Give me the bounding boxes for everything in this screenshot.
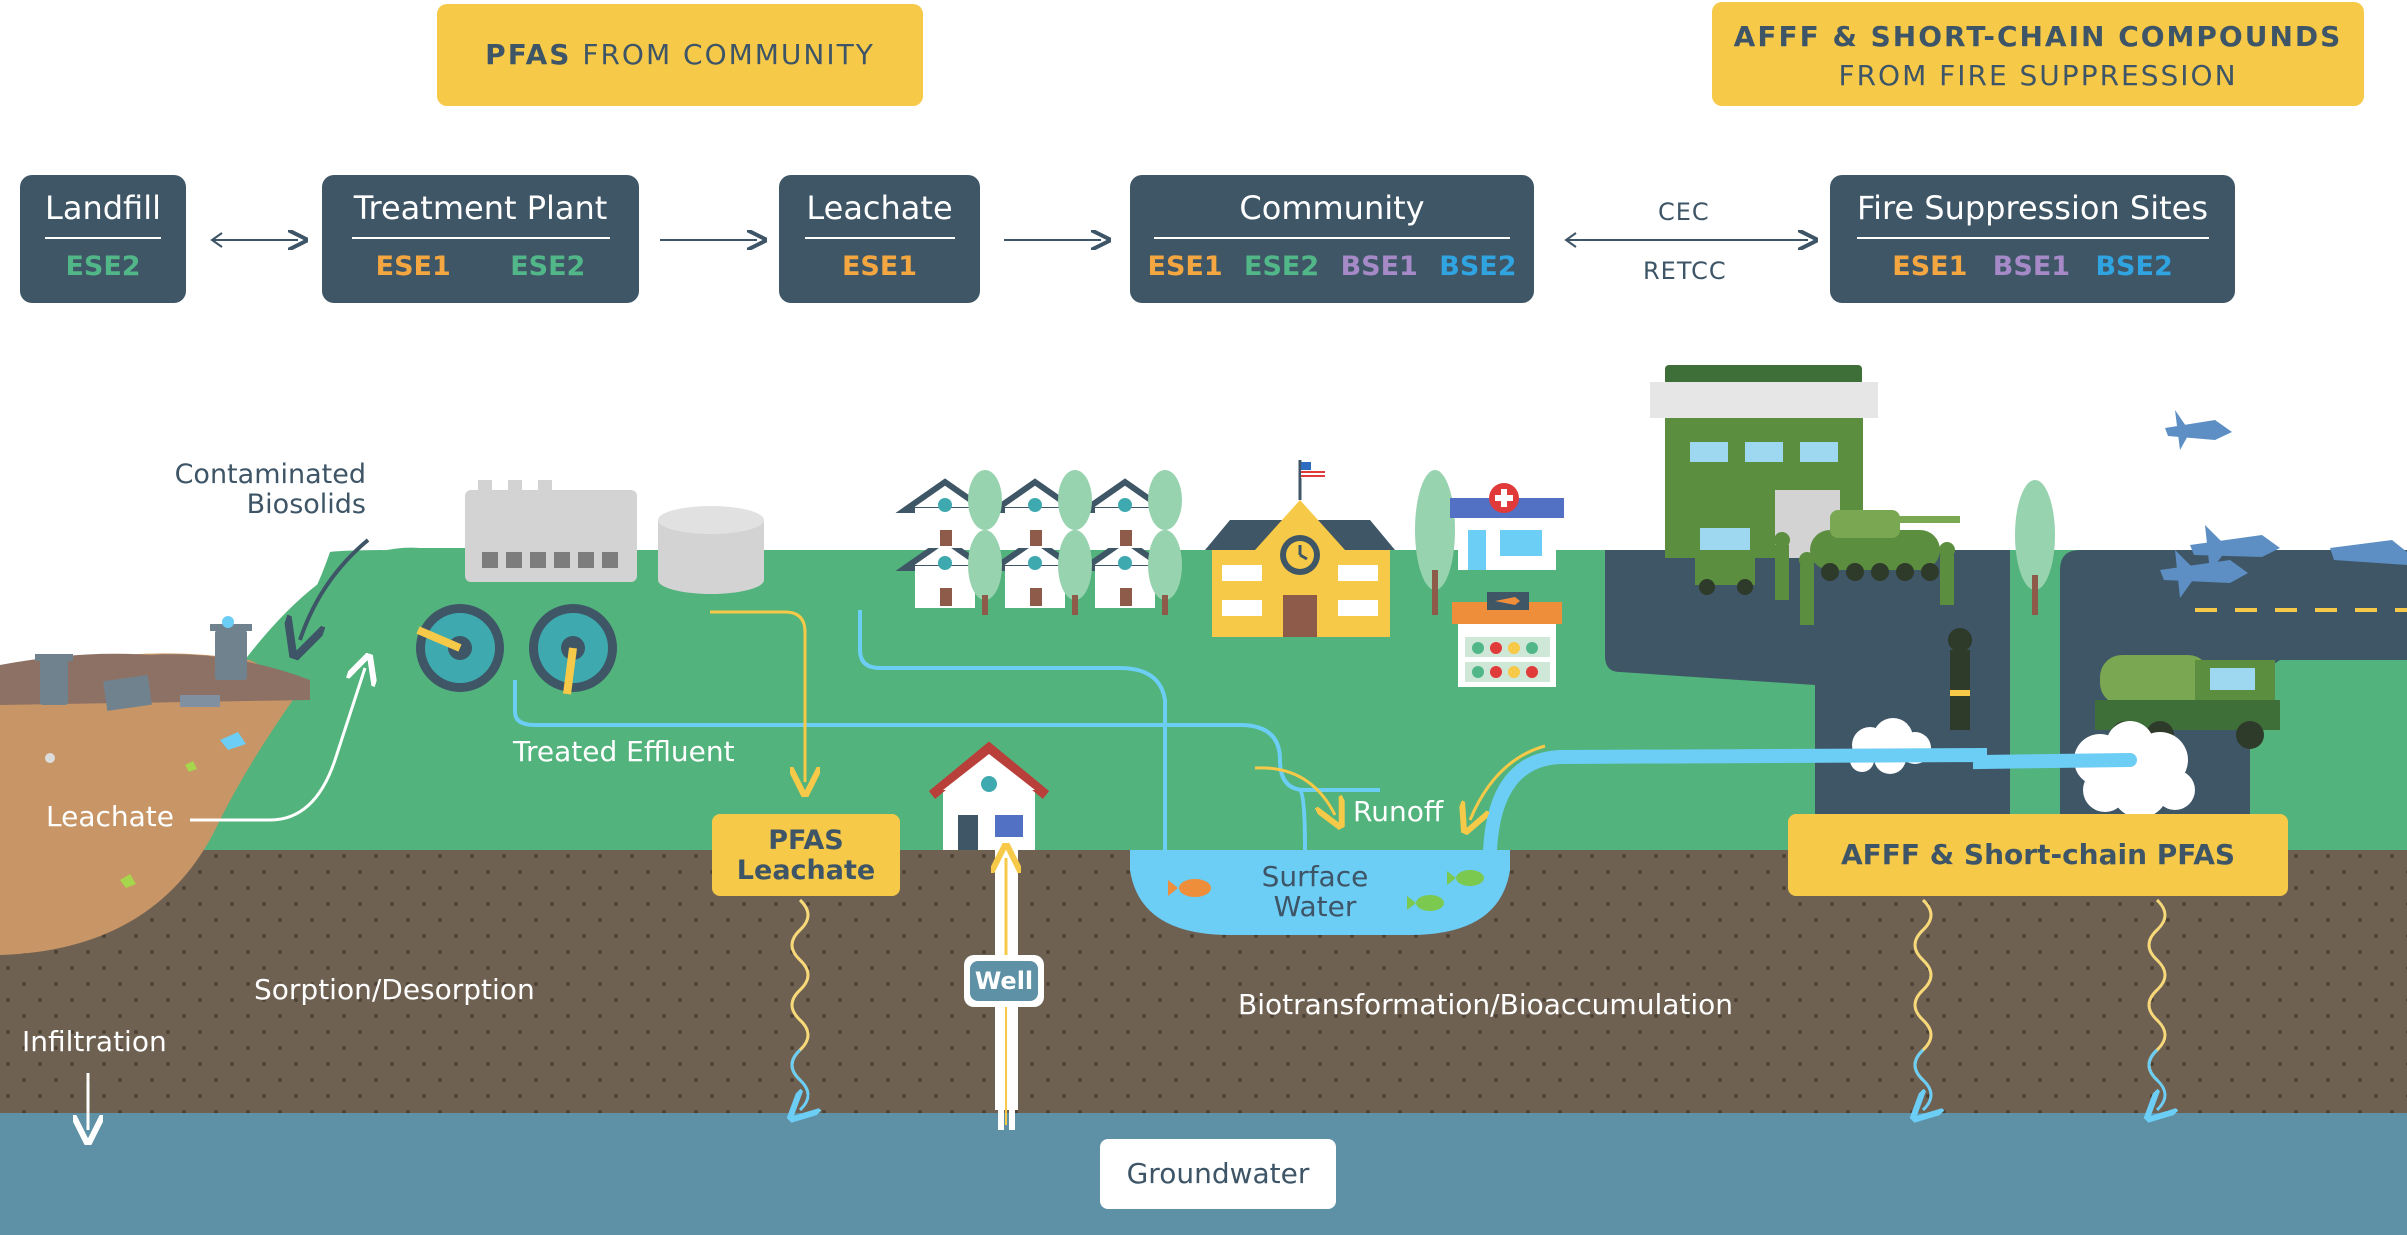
seepage-waves: [792, 898, 2165, 1110]
surface-water-pond: [1130, 850, 1510, 935]
link-label-retcc: RETCC: [1643, 257, 1727, 285]
landfill-mound: [0, 653, 300, 955]
banner-pfas-community: PFAS FROM COMMUNITY: [437, 4, 923, 106]
grass-hill: [200, 547, 480, 700]
label-biotransformation: Biotransformation/Bioaccumulation: [1238, 988, 1734, 1021]
effluent-flow-line: [513, 680, 1380, 792]
label-leachate-scene: Leachate: [46, 800, 174, 833]
grocery-building: [1452, 592, 1562, 687]
node-leachate-title: Leachate: [806, 189, 953, 227]
military-base: [1605, 365, 2407, 850]
node-treatment-plant: Treatment Plant ESE1 ESE2: [322, 175, 639, 303]
label-sorption: Sorption/Desorption: [254, 973, 535, 1006]
code-bse2: BSE2: [1439, 251, 1517, 282]
node-fire-suppression: Fire Suppression Sites ESE1 BSE1 BSE2: [1830, 175, 2235, 303]
groundwater-label: Groundwater: [1100, 1139, 1336, 1209]
banner-community-bold: PFAS: [485, 38, 572, 71]
label-treated-effluent: Treated Effluent: [513, 735, 735, 768]
node-community-title: Community: [1239, 189, 1425, 227]
tank: [1810, 510, 1960, 581]
military-truck: [1695, 520, 1755, 595]
code-ese2: ESE2: [1244, 251, 1320, 282]
runoff-flow-line: [858, 610, 1167, 850]
node-landfill-title: Landfill: [45, 189, 161, 227]
treatment-building: [465, 490, 637, 582]
code-ese1: ESE1: [1892, 251, 1968, 282]
node-landfill: Landfill ESE2: [20, 175, 186, 303]
code-ese2: ESE2: [65, 251, 141, 282]
afff-flow-line: [1483, 747, 2137, 857]
node-leachate: Leachate ESE1: [779, 175, 980, 303]
well-label: Well: [970, 961, 1038, 1001]
box-pfas-leachate: PFAS Leachate: [712, 814, 900, 896]
well-tag: Well: [964, 955, 1044, 1007]
school-building: [1205, 460, 1395, 637]
code-bse1: BSE1: [1992, 251, 2071, 282]
banner-fire-line1: AFFF & SHORT-CHAIN COMPOUNDS: [1733, 20, 2343, 53]
soldiers: [1774, 532, 1955, 625]
fish-icons: [1168, 870, 1484, 911]
label-infiltration: Infiltration: [22, 1025, 167, 1058]
houses-cluster: [895, 470, 1182, 615]
label-runoff: Runoff: [1353, 795, 1444, 828]
node-community: Community ESE1 ESE2 BSE1 BSE2: [1130, 175, 1534, 303]
node-treatment-title: Treatment Plant: [353, 189, 608, 227]
code-ese1: ESE1: [375, 251, 451, 282]
banner-afff-fire: AFFF & SHORT-CHAIN COMPOUNDS FROM FIRE S…: [1712, 2, 2364, 106]
pharmacy-building: [1415, 470, 1564, 615]
firefighter: [1948, 628, 1972, 730]
banner-community-rest: FROM COMMUNITY: [582, 38, 875, 71]
trees-base: [2015, 480, 2055, 615]
code-bse1: BSE1: [1340, 251, 1418, 282]
link-label-cec: CEC: [1658, 198, 1710, 226]
label-surface-water: Surface Water: [1261, 860, 1369, 923]
box-afff-short-chain: AFFF & Short-chain PFAS: [1788, 814, 2288, 896]
code-ese1: ESE1: [1147, 251, 1223, 282]
jets: [2160, 410, 2407, 598]
node-fire-title: Fire Suppression Sites: [1856, 189, 2208, 227]
code-bse2: BSE2: [2095, 251, 2173, 282]
code-ese2: ESE2: [510, 251, 586, 282]
code-ese1: ESE1: [841, 251, 918, 282]
banner-fire-line2: FROM FIRE SUPPRESSION: [1838, 59, 2238, 92]
connector-arrows: [210, 233, 1808, 247]
label-biosolids: Contaminated Biosolids: [174, 459, 366, 520]
